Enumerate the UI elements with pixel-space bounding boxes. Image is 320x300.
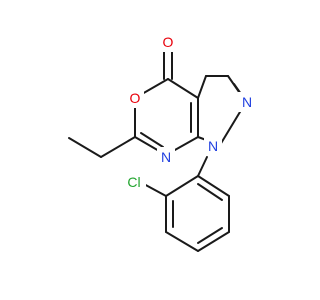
molecule-structure-diagram: O O N N N Cl — [68, 32, 256, 252]
bond-ph-inner-3 — [197, 183, 223, 201]
carbonyl-oxygen-label: O — [163, 34, 174, 50]
bond-ph-c4-c5 — [197, 231, 230, 252]
bond-n1-phenyl — [197, 156, 208, 177]
bond-c6-ch2 — [100, 136, 136, 158]
pyrazole-n1-atom: N — [204, 136, 222, 156]
bond-ph-c1-c2 — [165, 175, 199, 197]
chlorine-label: Cl — [127, 174, 140, 190]
ring-oxygen-atom: O — [126, 88, 144, 108]
bond-c3a-c3 — [197, 75, 207, 99]
pyrazole-n2-atom: N — [238, 92, 256, 112]
carbonyl-oxygen-atom: O — [159, 32, 177, 52]
bond-ph-inner-2 — [197, 227, 223, 244]
bond-ph-c3-c4 — [165, 231, 199, 252]
atom-labels: O O N N N Cl — [122, 32, 256, 192]
bond-c4-c3a — [167, 78, 199, 99]
oxazine-n-label: N — [161, 149, 171, 165]
pyrazole-n1-label: N — [208, 138, 218, 154]
pyrazole-n2-label: N — [242, 94, 252, 110]
chlorine-atom: Cl — [122, 172, 146, 192]
bond-ch2-ch3 — [68, 137, 102, 158]
bond-ph-c6-c1 — [197, 175, 230, 197]
ring-oxygen-label: O — [130, 90, 141, 106]
oxazine-n-atom: N — [157, 147, 175, 167]
bond-c6-n7-2 — [140, 132, 164, 148]
